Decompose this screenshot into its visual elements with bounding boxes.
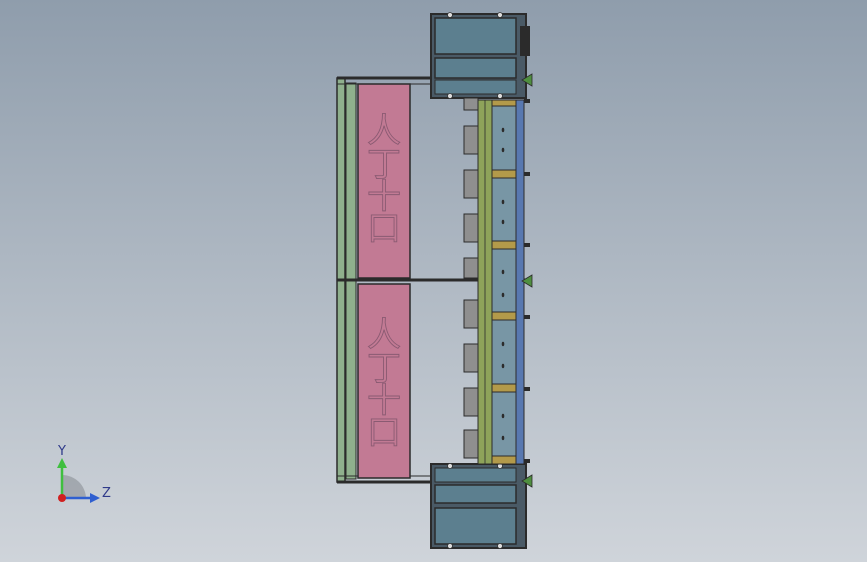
sign-glyph: 口: [367, 209, 401, 249]
anchor-fitting-icon: [521, 474, 533, 488]
connector-icon: [524, 172, 530, 176]
tank-window: [434, 507, 517, 545]
bolt-icon: [497, 93, 503, 99]
bolt-icon: [447, 12, 453, 18]
pad: [491, 240, 517, 250]
bolt-icon: [447, 463, 453, 469]
sign-glyph: 丁: [367, 349, 401, 389]
bolt-icon: [497, 543, 503, 549]
z-arrow-head-icon: [90, 493, 100, 503]
connector-icon: [524, 387, 530, 391]
pad: [491, 311, 517, 321]
module-stack: [491, 99, 525, 465]
tank-window: [434, 17, 517, 55]
pads: [491, 99, 517, 465]
sign-glyph: 人: [367, 111, 401, 151]
tank-side-clamp: [520, 26, 530, 56]
anchor-fitting-icon: [521, 274, 533, 288]
view-orientation-triad[interactable]: Y Z: [57, 444, 111, 503]
anchor-fittings: [521, 73, 533, 488]
gray-block: [463, 97, 479, 111]
connector-icon: [524, 315, 530, 319]
gray-block: [463, 343, 479, 373]
y-arrow-head-icon: [57, 458, 67, 468]
gray-block-column: [463, 97, 479, 459]
sign-glyph: 十: [367, 381, 401, 421]
gray-block: [463, 257, 479, 279]
rail-connectors: [524, 99, 530, 463]
gray-block: [463, 429, 479, 459]
tank-window: [434, 467, 517, 483]
connector-icon: [524, 459, 530, 463]
sign-panel-upper: 人 丁 十 口: [357, 83, 411, 279]
sign-glyph: 口: [367, 413, 401, 453]
top-tank-cabinet[interactable]: [430, 12, 530, 99]
module-holes: [501, 127, 505, 441]
y-axis-label: Y: [57, 444, 66, 459]
bolt-icon: [447, 543, 453, 549]
gray-block: [463, 169, 479, 199]
side-rail: [515, 99, 525, 465]
gray-block: [463, 213, 479, 243]
triad-plane-icon: [62, 475, 86, 498]
sign-glyph: 丁: [367, 145, 401, 185]
pad: [491, 383, 517, 393]
tank-window: [434, 79, 517, 95]
sign-glyph: 十: [367, 177, 401, 217]
pad: [491, 169, 517, 179]
connector-icon: [524, 243, 530, 247]
sign-panel-lower: 人 丁 十 口: [357, 283, 411, 479]
tank-window: [434, 484, 517, 504]
x-axis-dot-icon: [58, 494, 66, 502]
connector-icon: [524, 99, 530, 103]
z-axis-label: Z: [102, 486, 111, 501]
gray-block: [463, 125, 479, 155]
sign-glyph: 人: [367, 315, 401, 355]
bolt-icon: [497, 12, 503, 18]
tank-window: [434, 57, 517, 79]
bottom-tank-cabinet[interactable]: [430, 463, 527, 549]
coupler-column: [477, 99, 493, 465]
pad: [491, 99, 517, 107]
gray-block: [463, 299, 479, 329]
bolt-icon: [447, 93, 453, 99]
pad: [491, 455, 517, 465]
gray-block: [463, 387, 479, 417]
anchor-fitting-icon: [521, 73, 533, 87]
